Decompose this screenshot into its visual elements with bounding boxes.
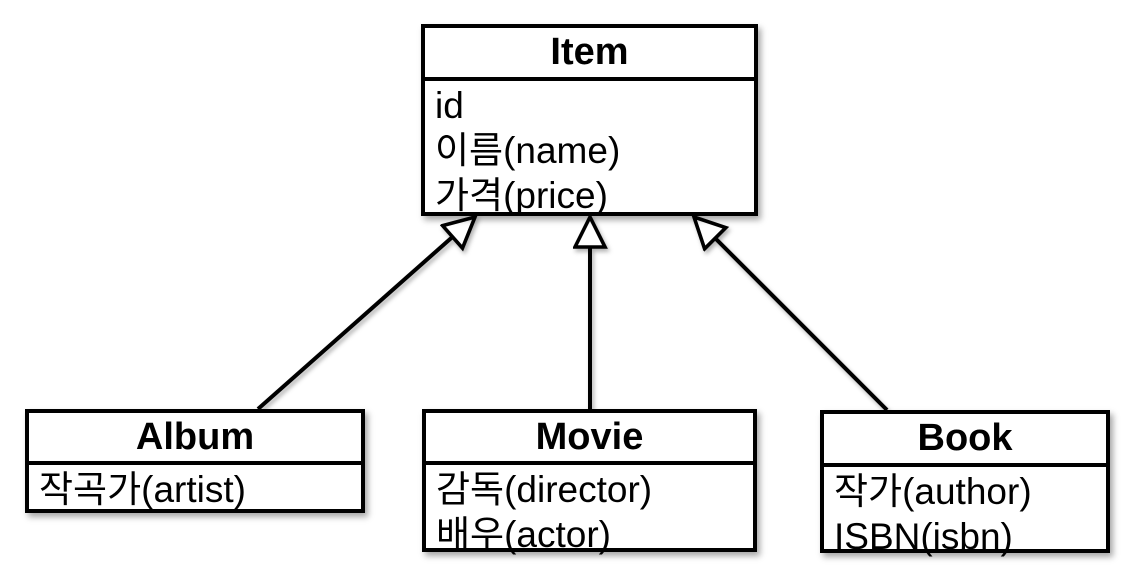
class-box-album: Album 작곡가(artist)	[25, 409, 365, 513]
attribute-item-price: 가격(price)	[435, 175, 608, 216]
class-title-movie: Movie	[426, 413, 753, 465]
class-title-album: Album	[29, 413, 361, 465]
attribute-book-isbn: ISBN(isbn)	[834, 516, 1013, 557]
attribute-movie-actor: 배우(actor)	[436, 514, 611, 555]
attribute-item-id: id	[435, 85, 464, 126]
class-attributes-book: 작가(author) ISBN(isbn)	[824, 467, 1106, 559]
class-box-item: Item id 이름(name) 가격(price)	[421, 24, 758, 216]
class-attributes-item: id 이름(name) 가격(price)	[425, 81, 754, 218]
inheritance-arrow-book-to-item	[694, 217, 889, 412]
attribute-movie-director: 감독(director)	[436, 469, 653, 510]
attribute-book-author: 작가(author)	[834, 471, 1032, 512]
class-box-book: Book 작가(author) ISBN(isbn)	[820, 410, 1110, 557]
class-box-movie: Movie 감독(director) 배우(actor)	[422, 409, 757, 555]
inheritance-arrow-album-to-item	[256, 217, 475, 411]
class-title-item: Item	[425, 28, 754, 81]
class-attributes-movie: 감독(director) 배우(actor)	[426, 465, 753, 557]
attribute-item-name: 이름(name)	[435, 130, 621, 171]
class-attributes-album: 작곡가(artist)	[29, 465, 361, 512]
class-title-book: Book	[824, 414, 1106, 467]
attribute-album-artist: 작곡가(artist)	[39, 469, 246, 510]
